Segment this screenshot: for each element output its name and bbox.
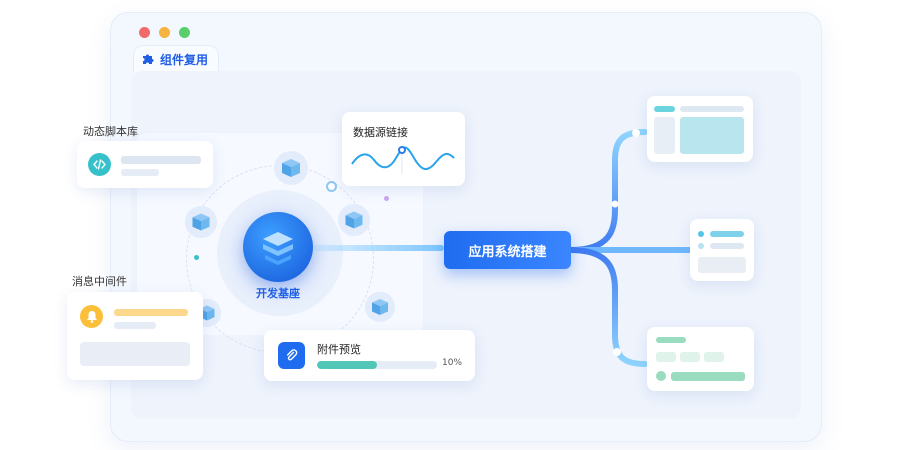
orbit-dot [194,255,199,260]
code-icon [88,153,111,176]
placeholder-line [656,337,686,343]
bell-icon [80,305,103,328]
middleware-label: 消息中间件 [72,275,127,288]
placeholder-chip [680,352,700,362]
bullet [698,243,704,249]
placeholder-chip [656,352,676,362]
puzzle-icon [142,53,154,65]
wave-chart-icon [351,146,455,174]
attachment-percent: 10% [442,358,463,368]
placeholder-block [80,342,190,366]
placeholder-block [654,117,675,154]
attachment-title: 附件预览 [317,343,361,356]
cube-icon [184,205,218,243]
orbit-dot [384,196,389,201]
placeholder-block [698,257,746,273]
placeholder-line [121,156,201,164]
dev-base-node[interactable] [243,212,313,282]
attachment-progress-fill [317,361,377,369]
orbit-dot [326,181,337,192]
app-build-label: 应用系统搭建 [468,244,547,260]
data-source-card[interactable]: 数据源链接 [342,112,465,186]
app-build-button[interactable]: 应用系统搭建 [444,231,571,269]
placeholder-line [680,106,744,112]
cube-icon [273,150,309,190]
app-card-list[interactable] [690,219,754,281]
placeholder-line [114,322,156,329]
bullet [698,231,704,237]
close-dot-icon[interactable] [139,27,150,38]
placeholder-line [121,169,159,176]
app-card-form[interactable] [647,327,754,391]
link-icon [278,342,305,369]
placeholder-line [710,231,744,237]
branch-connectors [567,129,695,367]
attachment-progress-track [317,361,437,369]
attachment-card[interactable]: 附件预览 10% [264,330,475,381]
placeholder-block [680,117,744,154]
cube-icon [364,291,396,327]
tab-label: 组件复用 [160,52,209,67]
script-lib-card[interactable] [77,141,213,188]
dev-base-label: 开发基座 [256,287,300,300]
placeholder-line [114,309,188,316]
maximize-dot-icon[interactable] [179,27,190,38]
data-source-title: 数据源链接 [353,126,408,139]
app-card-dashboard[interactable] [647,96,753,162]
cube-icon [337,203,371,241]
status-dot [656,371,666,381]
script-lib-label: 动态脚本库 [83,125,138,138]
placeholder-line [671,372,745,381]
connector-line [313,245,444,251]
tab-component-reuse[interactable]: 组件复用 [133,45,220,72]
middleware-card[interactable] [67,292,203,380]
placeholder-line [654,106,675,112]
placeholder-line [710,243,744,249]
minimize-dot-icon[interactable] [159,27,170,38]
placeholder-chip [704,352,724,362]
stack-icon [263,232,293,265]
